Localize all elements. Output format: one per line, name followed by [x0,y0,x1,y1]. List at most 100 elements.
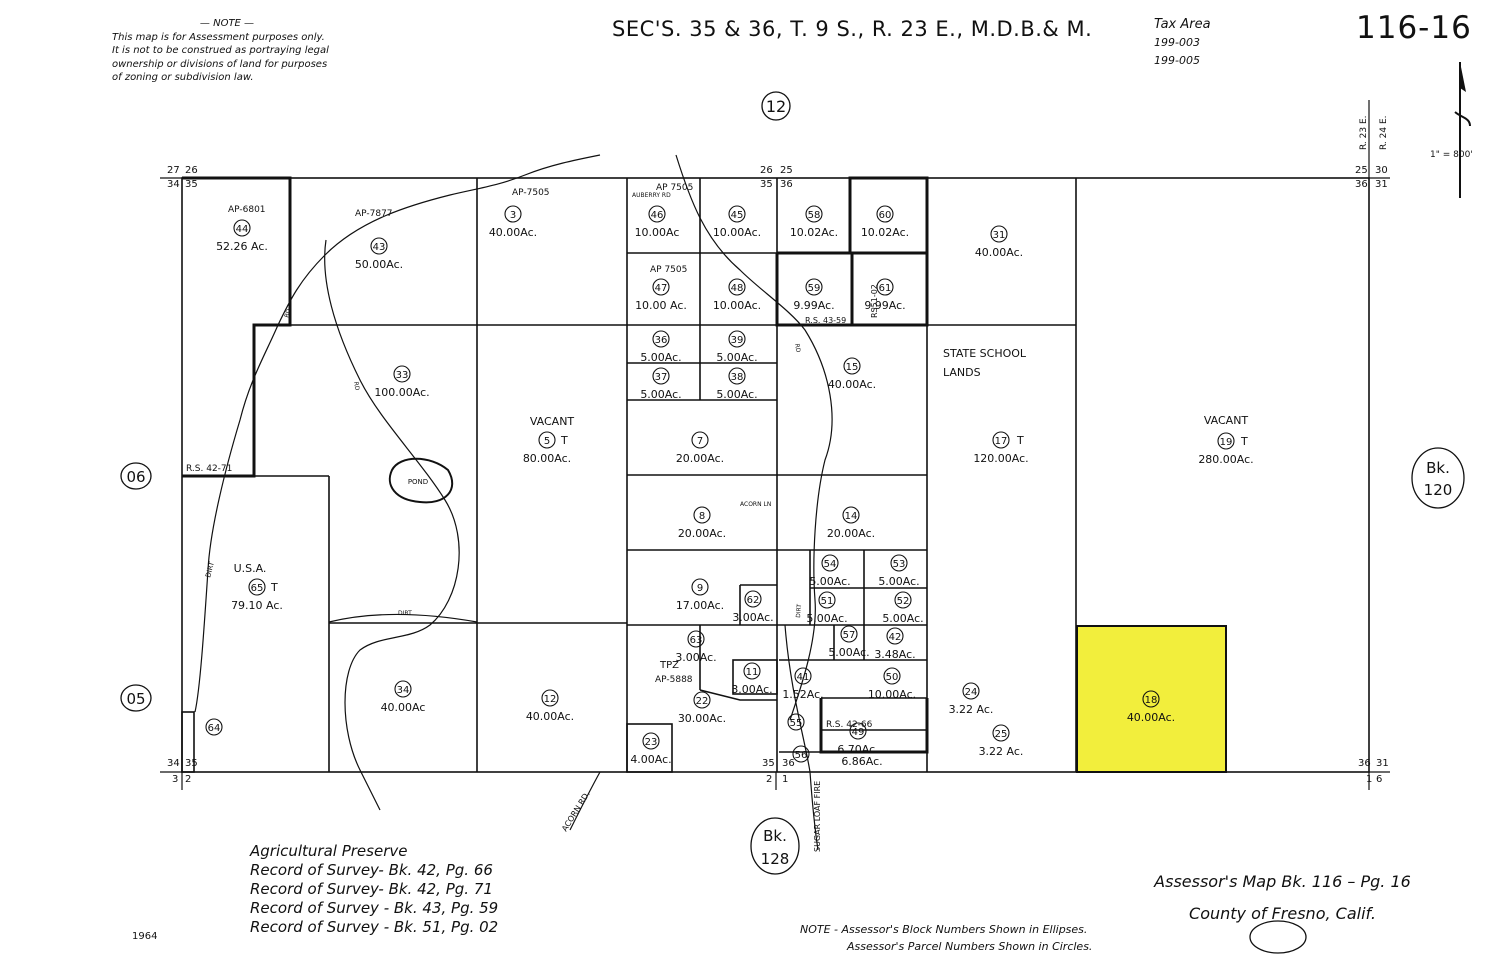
parcel-number-circle[interactable] [805,278,823,296]
parcel-number-circle[interactable] [787,713,805,731]
parcel-number-circle[interactable] [393,365,411,383]
parcel-number-circle[interactable] [744,590,762,608]
page-code: 116-16 [1356,10,1472,46]
parcel-acreage: 5.00Ac. [878,575,919,588]
disclaimer-note: — NOTE — This map is for Assessment purp… [112,17,342,85]
corner-number: 1 [782,774,788,785]
parcel-acreage: 40.00Ac. [1127,711,1175,724]
parcel-number-circle[interactable] [728,205,746,223]
parcel-number-circle[interactable] [693,506,711,524]
parcel-number-circle[interactable] [1217,432,1235,450]
parcel-number: 15 [846,362,859,373]
parcel-number: 64 [208,723,221,734]
block-north: 12 [766,97,786,116]
block-12-ellipse[interactable] [761,91,791,121]
block-east-num: 120 [1424,481,1453,499]
parcel-number-circle[interactable] [648,205,666,223]
parcel-number-circle[interactable] [728,367,746,385]
parcel-number-circle[interactable] [687,630,705,648]
parcel-number-circle[interactable] [962,682,980,700]
parcel-acreage: 40.00Ac. [975,246,1023,259]
parcel-number-circle[interactable] [842,506,860,524]
parcel-acreage: 3.00Ac. [732,611,773,624]
parcel-number-circle[interactable] [883,667,901,685]
parcel-number: 8 [699,511,705,522]
pond-label: POND [408,478,428,486]
parcel-number: 3 [510,210,516,221]
parcel-number-circle[interactable] [504,205,522,223]
footer-note: NOTE - Assessor's Block Numbers Shown in… [800,921,1092,955]
parcel-acreage: 40.00Ac [381,701,426,714]
parcel-number-circle[interactable] [691,578,709,596]
parcel-acreage: 10.02Ac. [861,226,909,239]
parcel-number-circle[interactable] [876,278,894,296]
parcel-number: 44 [236,224,249,235]
parcel-number-circle[interactable] [394,680,412,698]
parcel-number-circle[interactable] [652,367,670,385]
parcel-number: 38 [731,372,744,383]
parcel-number-circle[interactable] [821,554,839,572]
parcel-number: 60 [879,210,892,221]
parcel-number: 65 [251,583,264,594]
corner-number: 2 [185,774,191,785]
parcel-number: 19 [1220,437,1233,448]
tax-area-label: Tax Area [1154,17,1211,32]
parcel-acreage: 52.26 Ac. [216,240,268,253]
legend-item: Record of Survey- Bk. 42, Pg. 66 [250,861,493,879]
parcel-number: 36 [655,335,668,346]
parcel-number-circle[interactable] [792,745,810,763]
parcel-number-circle[interactable] [992,724,1010,742]
parcel-number-circle[interactable] [818,591,836,609]
parcel-number-circle[interactable] [693,691,711,709]
parcel-number-circle[interactable] [1142,690,1160,708]
parcel-number-circle[interactable] [728,278,746,296]
parcel-number-circle[interactable] [805,205,823,223]
corner-number: 25 [780,165,793,176]
parcel-number-circle[interactable] [248,578,266,596]
parcel-number-circle[interactable] [990,225,1008,243]
parcel-number-circle[interactable] [843,357,861,375]
parcel-acreage: 5.00Ac. [640,388,681,401]
parcel-number-circle[interactable] [886,627,904,645]
parcel-number-circle[interactable] [992,431,1010,449]
parcel-number: 18 [1145,695,1158,706]
parcel-number-circle[interactable] [642,732,660,750]
parcel-number-circle[interactable] [840,625,858,643]
parcel-acreage: 3.22 Ac. [949,703,994,716]
parcel-number: 46 [651,210,664,221]
survey-ref: AP-6801 [228,205,266,215]
parcel-number-circle[interactable] [652,330,670,348]
parcel-number-circle[interactable] [876,205,894,223]
parcel-number: 48 [731,283,744,294]
legend-item: Record of Survey - Bk. 51, Pg. 02 [250,918,499,936]
parcel-number: 31 [993,230,1006,241]
parcel-18-highlight[interactable] [1076,625,1227,773]
corner-number: 27 [167,165,180,176]
parcel-number-circle[interactable] [233,219,251,237]
parcel-number-circle[interactable] [538,431,556,449]
parcel-number-circle[interactable] [691,431,709,449]
survey-ref: AP 7505 [656,183,693,193]
dirt-road-label: DIRT [795,603,803,618]
parcel-acreage: 9.99Ac. [793,299,834,312]
parcel-acreage: 20.00Ac. [678,527,726,540]
parcel-number-circle[interactable] [794,667,812,685]
parcel-number-circle[interactable] [890,554,908,572]
parcel-number: 25 [995,729,1008,740]
parcel-acreage: 6.86Ac. [841,755,882,768]
block-east-label: Bk. [1426,459,1450,477]
parcel-number-circle[interactable] [849,722,867,740]
corner-number: 3 [172,774,178,785]
parcel-acreage: 10.00Ac. [713,299,761,312]
parcel-number-circle[interactable] [894,591,912,609]
parcel-number-circle[interactable] [541,689,559,707]
parcel-acreage: 100.00Ac. [374,386,429,399]
block-south-label: Bk. [763,827,787,845]
parcel-number: 11 [746,667,759,678]
parcel-number-circle[interactable] [370,237,388,255]
parcel-number-circle[interactable] [652,278,670,296]
parcel-number-circle[interactable] [743,662,761,680]
parcel-number: 53 [893,559,906,570]
parcel-number-circle[interactable] [205,718,223,736]
parcel-number-circle[interactable] [728,330,746,348]
